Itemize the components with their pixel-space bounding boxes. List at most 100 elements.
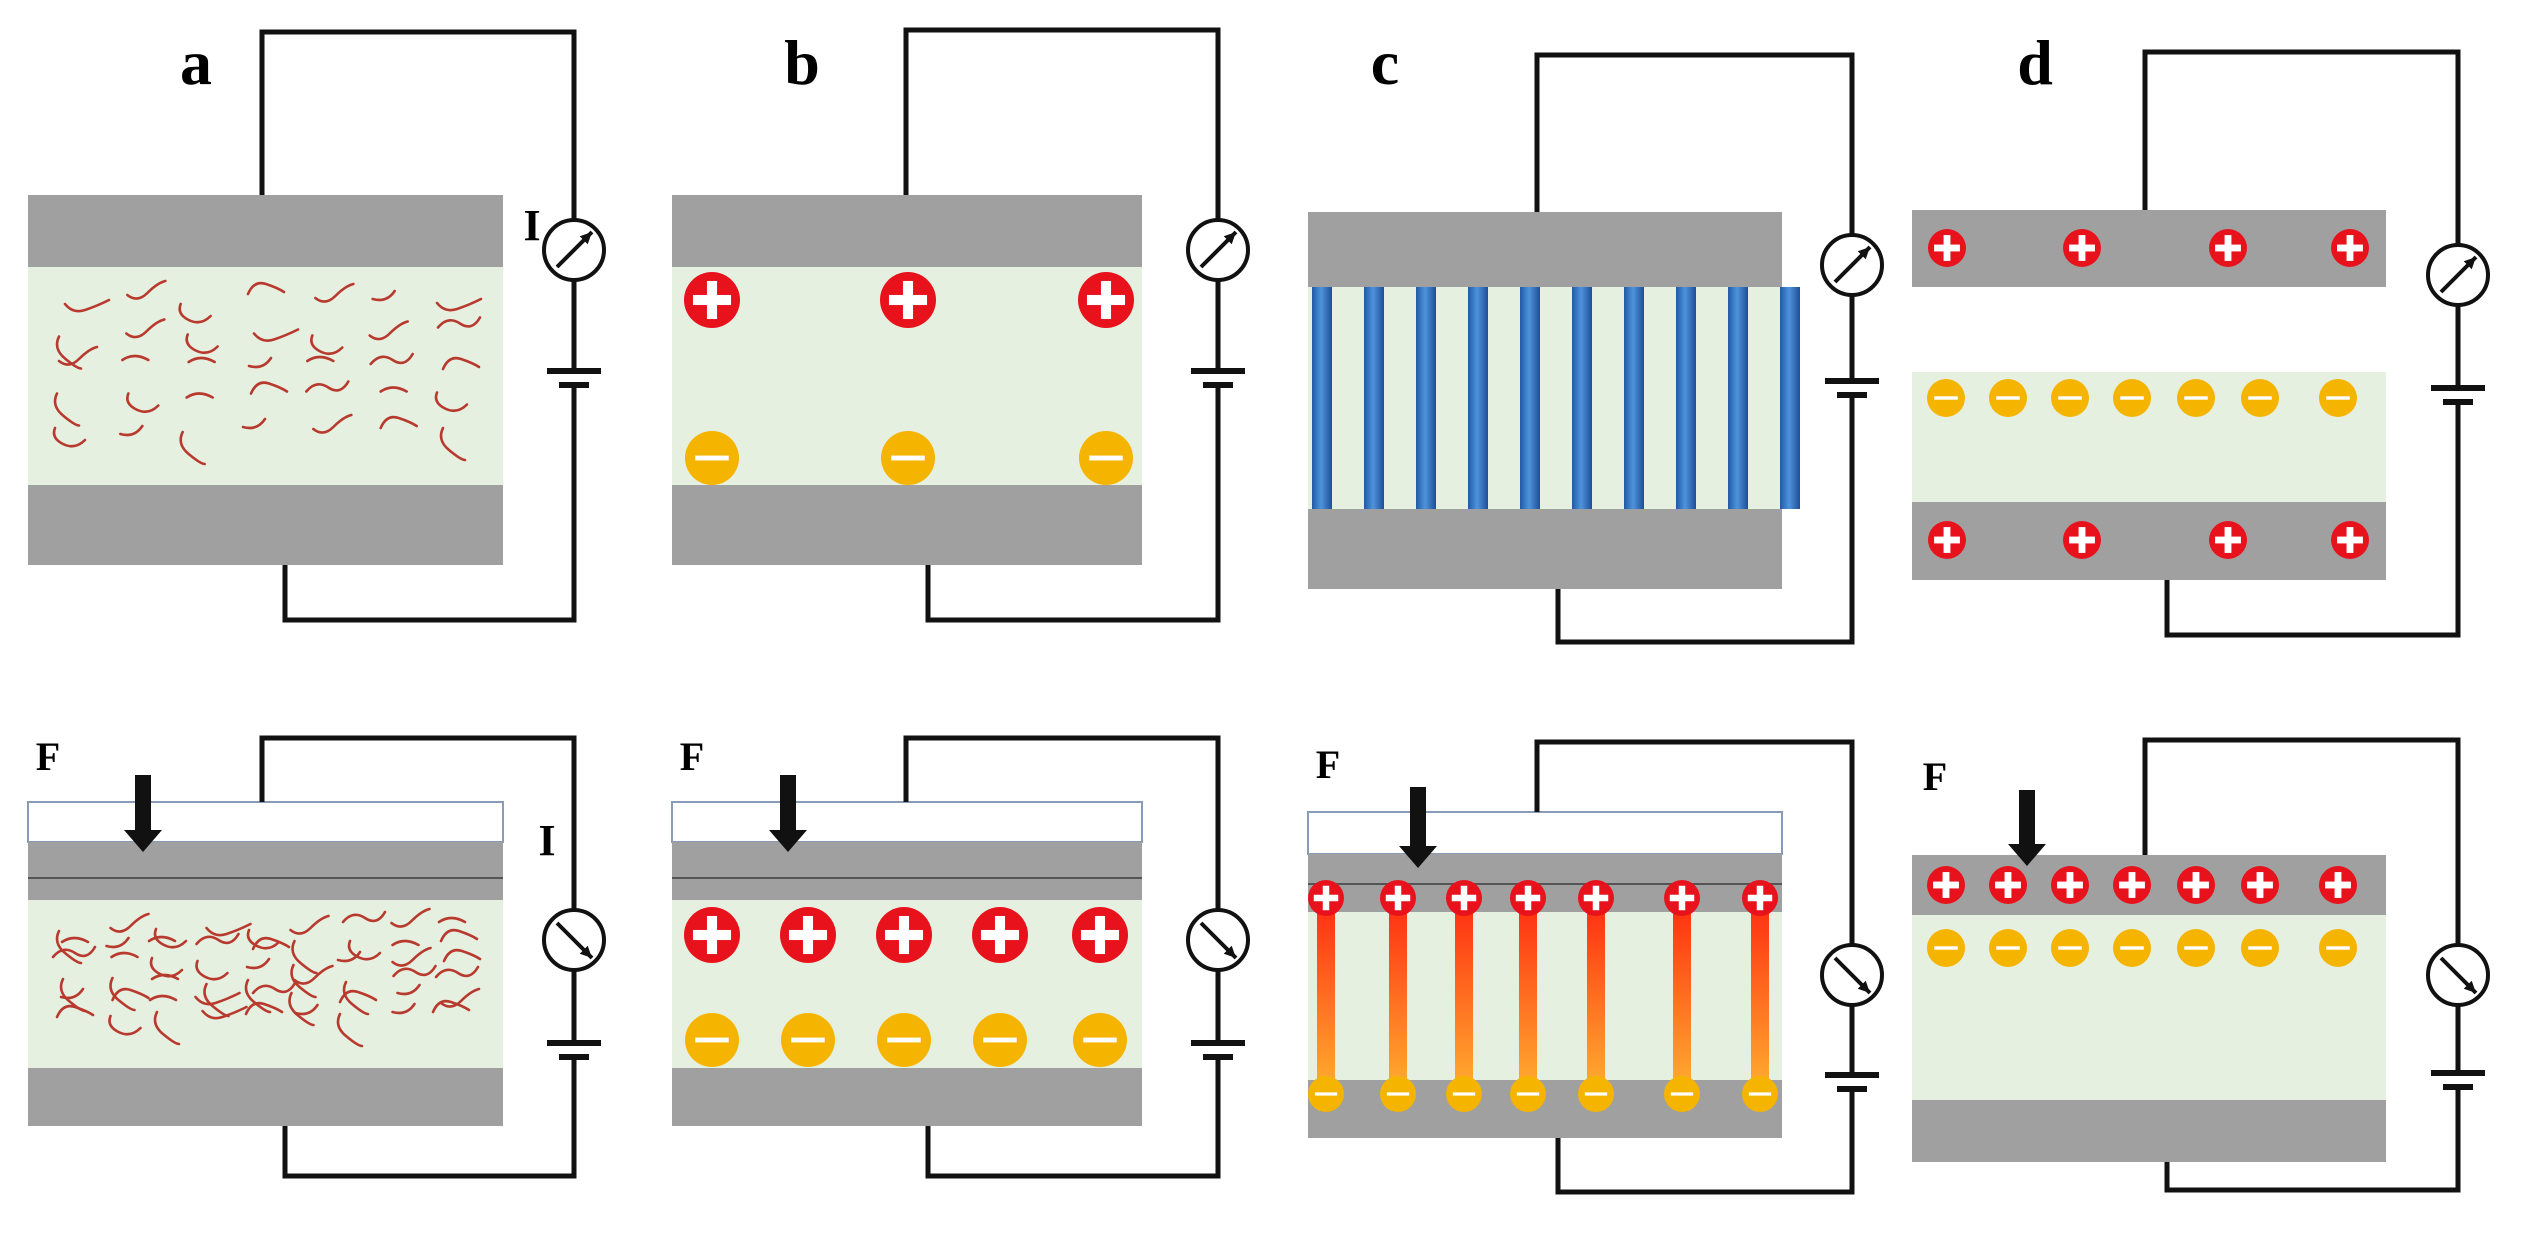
panel-d-pressed: F (1912, 737, 2490, 1193)
fiber-network (51, 907, 482, 1048)
positive-charge-icon (684, 272, 740, 328)
positive-charge-icon (780, 907, 836, 963)
fiber (205, 922, 252, 937)
negative-charge-icon (1073, 1013, 1127, 1067)
fiber (439, 928, 479, 943)
blue-pillar (1780, 287, 1800, 509)
red-pillar (1673, 898, 1691, 1094)
fiber (55, 335, 83, 370)
positive-charge-icon (1072, 907, 1128, 963)
fiber (201, 1005, 248, 1020)
top-wire (903, 27, 1221, 220)
negative-charge-icon (1079, 431, 1133, 485)
negative-charge-icon (2319, 929, 2357, 967)
fiber (126, 392, 160, 414)
ammeter-icon (1186, 218, 1250, 282)
fiber (119, 424, 144, 437)
blue-pillar (1676, 287, 1696, 509)
bottom-electrode (28, 485, 503, 565)
battery-icon (1191, 368, 1245, 388)
fiber (314, 282, 355, 303)
top-electrode (28, 842, 503, 900)
fiber (391, 939, 420, 947)
top-wire (1534, 52, 1855, 235)
top-wire (1534, 739, 1855, 945)
blue-pillar (1520, 287, 1540, 509)
fiber (338, 989, 378, 1004)
fiber (60, 936, 90, 944)
positive-charge-icon (972, 907, 1028, 963)
fiber (305, 380, 350, 393)
positive-charge-icon (2209, 229, 2247, 267)
bottom-electrode (1308, 509, 1782, 589)
fiber (391, 946, 432, 967)
panel-a-pressed: FI (27, 734, 606, 1179)
bottom-wire (2164, 1090, 2461, 1193)
compressed-layer (28, 900, 503, 1068)
fiber (109, 912, 150, 933)
positive-charge-icon (1928, 521, 1966, 559)
fiber (336, 950, 362, 963)
positive-charge-icon (2241, 866, 2279, 904)
fiber (431, 999, 471, 1014)
ammeter-icon (542, 218, 606, 282)
negative-charge-icon (877, 1013, 931, 1067)
negative-charge-icon (1989, 929, 2027, 967)
red-pillar (1455, 898, 1473, 1094)
battery-icon (547, 368, 601, 388)
panel-label-a: a (180, 27, 212, 98)
battery-icon (2431, 1070, 2485, 1090)
positive-charge-icon (2319, 866, 2357, 904)
fiber (195, 959, 229, 981)
fiber (347, 939, 382, 961)
panel-label-d: d (2017, 27, 2053, 98)
fiber (59, 987, 85, 1000)
positive-charge-icon (684, 907, 740, 963)
fiber (195, 932, 240, 946)
negative-charge-icon (1308, 1076, 1344, 1112)
negative-charge-icon (881, 431, 935, 485)
positive-charge-icon (880, 272, 936, 328)
top-wire (903, 735, 1221, 910)
load-plate (671, 801, 1143, 843)
fiber (291, 939, 318, 975)
top-wire (2142, 49, 2461, 245)
ammeter-icon (1820, 233, 1884, 297)
fiber (246, 928, 281, 950)
battery-icon (1191, 1040, 1245, 1060)
bottom-wire (282, 1060, 577, 1179)
force-label: F (680, 734, 704, 779)
fiber (439, 987, 481, 1008)
blue-pillar (1728, 287, 1748, 509)
bottom-electrode (672, 1068, 1142, 1126)
fiber (306, 355, 335, 363)
red-pillar (1519, 898, 1537, 1094)
negative-charge-icon (2177, 379, 2215, 417)
positive-charge-icon (1380, 880, 1416, 916)
fiber (244, 1001, 284, 1016)
negative-charge-icon (1380, 1076, 1416, 1112)
negative-charge-icon (1989, 379, 2027, 417)
fiber (434, 391, 469, 413)
ammeter-icon (1186, 908, 1250, 972)
fiber (105, 936, 130, 949)
negative-charge-icon (2241, 929, 2279, 967)
fiber (125, 318, 166, 339)
force-arrow-icon (124, 775, 162, 852)
negative-charge-icon (1927, 929, 1965, 967)
positive-charge-icon (1742, 880, 1778, 916)
positive-charge-icon (2113, 866, 2151, 904)
fiber (251, 981, 297, 995)
bottom-wire (1555, 398, 1855, 645)
positive-charge-icon (1664, 880, 1700, 916)
fiber (241, 417, 267, 430)
top-electrode (672, 195, 1142, 267)
panel-b-rest: b (672, 27, 1250, 623)
fiber (148, 994, 178, 1002)
panel-c-rest: c (1308, 27, 1884, 645)
fiber (110, 951, 139, 959)
fiber (435, 297, 483, 312)
current-label: I (538, 816, 555, 865)
negative-charge-icon (2113, 379, 2151, 417)
